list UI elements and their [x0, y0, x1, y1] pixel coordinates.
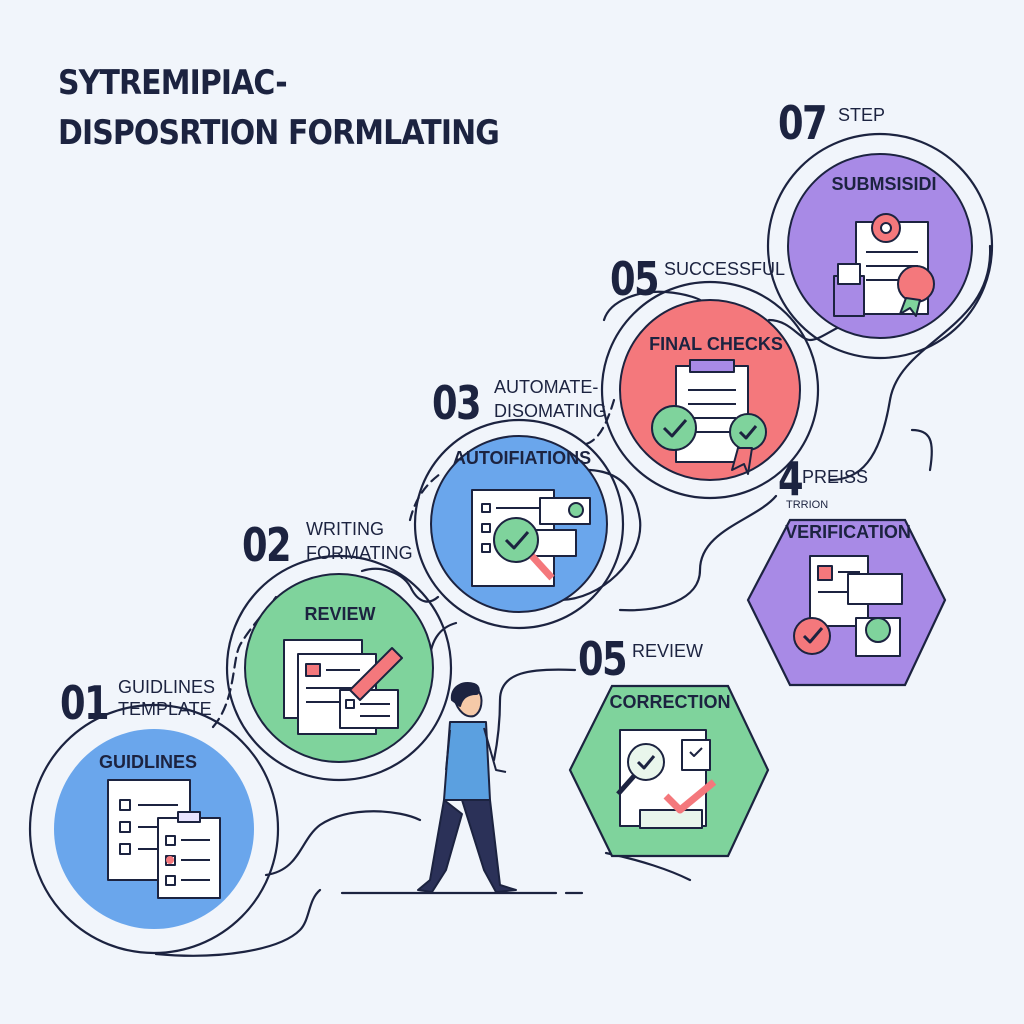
clipboard-badge-icon: [651, 359, 767, 475]
document-pencil-icon: [283, 639, 403, 735]
step-number-07: 07: [778, 96, 828, 150]
step-number-01: 01: [60, 676, 110, 730]
step-label-05-review: REVIEW: [632, 641, 704, 661]
step-label-03-line2: DISOMATING: [494, 401, 607, 421]
page-title: SYTREMIPIAC- DISPOSRTION FORMLATING: [58, 58, 500, 158]
circle-label-final-checks: FINAL CHECKS: [649, 334, 783, 354]
step-label-4-line1: PREISS: [802, 467, 869, 487]
step-number-05-review: 05: [578, 632, 628, 686]
document-lock-icon: [793, 555, 903, 657]
title-line-2: DISPOSRTION FORMLATING: [58, 113, 500, 153]
circle-label-submsisidi: SUBMSISIDI: [831, 174, 937, 194]
step-number-4: 4: [778, 452, 804, 506]
title-line-1: SYTREMIPIAC-: [58, 63, 288, 103]
step-number-03: 03: [432, 376, 482, 430]
circle-label-autoifiations: AUTOIFIATIONS: [452, 448, 592, 468]
magnifier-correction-icon: [616, 729, 717, 829]
step-label-02-line1: WRITING: [306, 519, 384, 539]
step-label-01-line1: GUIDLINES: [118, 677, 216, 697]
step-label-03-line1: AUTOMATE-: [494, 377, 599, 397]
step-number-05-successful: 05: [610, 252, 660, 306]
step-label-07: STEP: [838, 105, 886, 125]
certificate-gear-icon: [833, 213, 935, 317]
step-label-05-successful: SUCCESSFUL: [664, 259, 786, 279]
hex-label-correction: CORRECTION: [609, 692, 731, 712]
step-label-01-line2: TEMPLATE: [118, 699, 212, 719]
step-label-02-line2: FORMATING: [306, 543, 413, 563]
step-label-4-line2: TRRION: [786, 499, 829, 511]
magnifier-check-icon: [471, 489, 591, 587]
circle-label-guidlines: GUIDLINES: [98, 752, 198, 772]
checklist-icon: [107, 779, 221, 899]
hex-label-verification: VERIFICATION: [785, 522, 911, 542]
step-number-02: 02: [242, 518, 292, 572]
circle-label-review: REVIEW: [304, 604, 376, 624]
